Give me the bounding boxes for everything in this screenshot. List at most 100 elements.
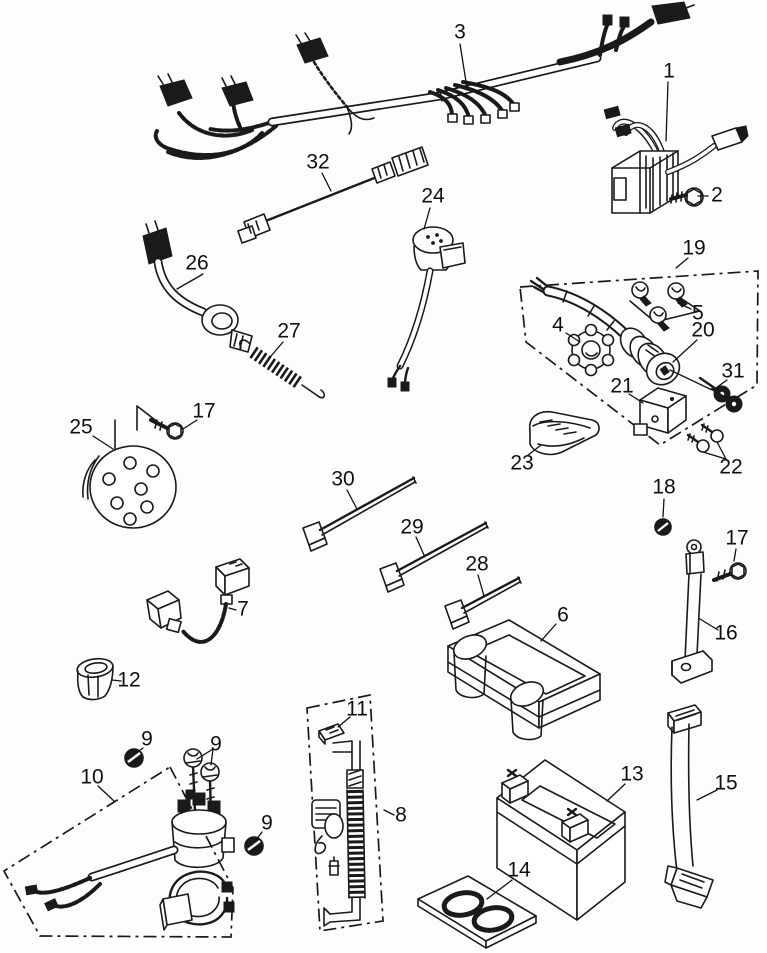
callout-14: 14 <box>507 859 531 882</box>
callout-17-upper: 17 <box>192 400 215 423</box>
leader-31 <box>715 379 728 389</box>
callout-19: 19 <box>682 237 705 260</box>
leader-15 <box>696 789 718 801</box>
leader-6 <box>540 623 557 642</box>
part-27-spring <box>239 339 326 399</box>
callout-13: 13 <box>620 763 643 786</box>
callout-32: 32 <box>306 151 329 174</box>
part-10-kit-boundary <box>2 765 234 938</box>
callout-1: 1 <box>663 60 675 83</box>
leader-10 <box>97 785 115 802</box>
callout-11: 11 <box>346 698 368 721</box>
callout-15: 15 <box>714 772 737 795</box>
part-22-screws <box>686 423 724 453</box>
part-29-cable-tie <box>379 521 489 593</box>
part-26-socket-lead <box>142 220 253 353</box>
callout-9c: 9 <box>261 812 273 835</box>
leader-1 <box>665 81 669 142</box>
leader-24 <box>423 207 431 230</box>
leader-12 <box>111 679 122 682</box>
leader-4 <box>565 332 581 343</box>
callout-29: 29 <box>400 516 423 539</box>
part-20-ignition-switch <box>529 276 681 386</box>
callout-22: 22 <box>719 456 742 479</box>
callout-7: 7 <box>237 598 249 621</box>
leader-19 <box>675 257 689 269</box>
part-11-clip <box>318 723 345 745</box>
leader-17-upper <box>182 419 198 430</box>
callout-10: 10 <box>80 766 103 789</box>
part-9-nut-a <box>124 748 144 768</box>
leader-9c <box>255 831 263 841</box>
callout-6: 6 <box>557 604 569 627</box>
part-2-bolt <box>669 187 704 207</box>
part-17-bolt-lower <box>712 562 747 582</box>
part-17-bolt-upper <box>149 418 184 440</box>
callout-12: 12 <box>117 669 140 692</box>
part-6-cover <box>447 619 601 741</box>
leader-21 <box>628 393 644 404</box>
callout-4: 4 <box>552 314 564 337</box>
part-9-nut-b <box>183 748 220 782</box>
part-23-clip <box>528 410 600 456</box>
leader-28 <box>477 574 485 597</box>
part-14-pad <box>417 875 537 949</box>
part-13-battery <box>496 759 626 921</box>
callout-23: 23 <box>510 452 533 475</box>
leader-8 <box>383 809 395 816</box>
callout-2: 2 <box>711 184 723 207</box>
part-19-kit-boundary <box>519 270 759 447</box>
leader-26 <box>176 273 204 290</box>
callout-24: 24 <box>421 185 445 208</box>
part-8-kit-boundary <box>306 693 384 932</box>
part-28-cable-tie <box>444 576 522 630</box>
leader-29 <box>415 536 425 556</box>
callout-27: 27 <box>277 320 300 343</box>
leader-9a <box>135 747 144 754</box>
leader-25 <box>92 435 114 450</box>
part-12-boot <box>76 657 114 701</box>
callout-20: 20 <box>691 319 714 342</box>
leader-20 <box>672 339 698 363</box>
leader-23 <box>526 444 542 457</box>
part-3-wiring-harness <box>153 1 695 160</box>
leader-16 <box>699 618 719 631</box>
part-7-jumper-wire <box>146 558 250 644</box>
callout-30: 30 <box>331 468 354 491</box>
part-16-ground-strap <box>671 539 713 684</box>
callout-18: 18 <box>652 476 675 499</box>
callout-16: 16 <box>714 622 737 645</box>
part-8-conduit-assembly <box>311 740 366 927</box>
leader-11 <box>337 716 351 728</box>
callout-25: 25 <box>69 416 92 439</box>
callout-5: 5 <box>692 302 704 325</box>
callout-8: 8 <box>395 804 407 827</box>
leader-22 <box>702 441 728 461</box>
part-4-star-knob <box>567 323 615 377</box>
callout-9b: 9 <box>210 733 222 756</box>
part-21-module-box <box>633 387 687 436</box>
part-18-flange-nut <box>654 518 672 536</box>
callout-3: 3 <box>454 21 466 44</box>
callout-9a: 9 <box>141 728 153 751</box>
leader-7 <box>228 607 237 611</box>
leader-17-lower <box>733 548 737 562</box>
callout-21: 21 <box>610 375 633 398</box>
leader-14 <box>486 879 513 900</box>
callout-labels: 3 1 2 32 24 26 27 19 5 20 4 31 21 23 22 … <box>69 21 748 882</box>
leader-5 <box>677 302 692 310</box>
leader-9b <box>196 747 214 766</box>
leader-13 <box>606 783 626 802</box>
part-5-bulbs <box>629 281 701 332</box>
callout-31: 31 <box>721 360 744 383</box>
part-9-nut-c <box>244 836 264 856</box>
part-30-cable-tie <box>302 476 417 552</box>
leader-27 <box>270 341 284 357</box>
callout-17-lower: 17 <box>725 527 748 550</box>
part-25-disc <box>82 405 177 529</box>
leader-3 <box>459 43 468 89</box>
part-32-wire-lead <box>237 146 429 244</box>
part-15-strap <box>664 704 714 909</box>
